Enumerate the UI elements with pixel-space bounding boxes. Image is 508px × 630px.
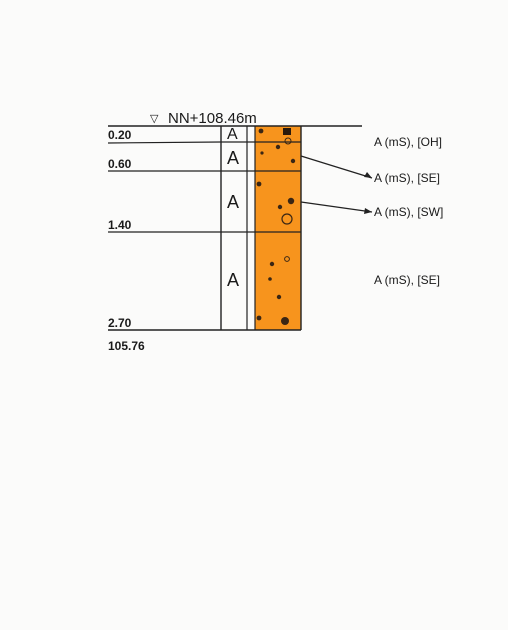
layer-code-3: A — [227, 192, 239, 212]
description-layer-2: A (mS), [SE] — [374, 171, 440, 185]
leader-line-layer-2 — [300, 155, 373, 179]
depth-label-060: 0.60 — [108, 157, 132, 171]
leader-line-layer-3 — [300, 201, 373, 213]
layer-code-4: A — [227, 270, 239, 290]
elevation-label: NN+108.46m — [168, 110, 257, 127]
description-layer-1: A (mS), [OH] — [374, 135, 442, 149]
organic-block-symbol — [283, 128, 291, 135]
depth-label-020: 0.20 — [108, 128, 132, 142]
water-level-symbol: ▽ — [150, 113, 159, 125]
gravel-symbols — [256, 128, 296, 325]
leader-arrow-layer-3 — [364, 208, 372, 214]
bottom-elevation-label: 105.76 — [108, 339, 145, 353]
boundary-left-020 — [107, 141, 222, 144]
depth-label-140: 1.40 — [108, 218, 132, 232]
soil-column-fill — [255, 126, 301, 330]
description-layer-4: A (mS), [SE] — [374, 273, 440, 287]
leader-arrow-layer-2 — [364, 172, 372, 178]
description-layer-3: A (mS), [SW] — [374, 205, 443, 219]
layer-code-2: A — [227, 148, 239, 168]
depth-label-270: 2.70 — [108, 316, 132, 330]
layer-code-1: A — [227, 126, 238, 143]
